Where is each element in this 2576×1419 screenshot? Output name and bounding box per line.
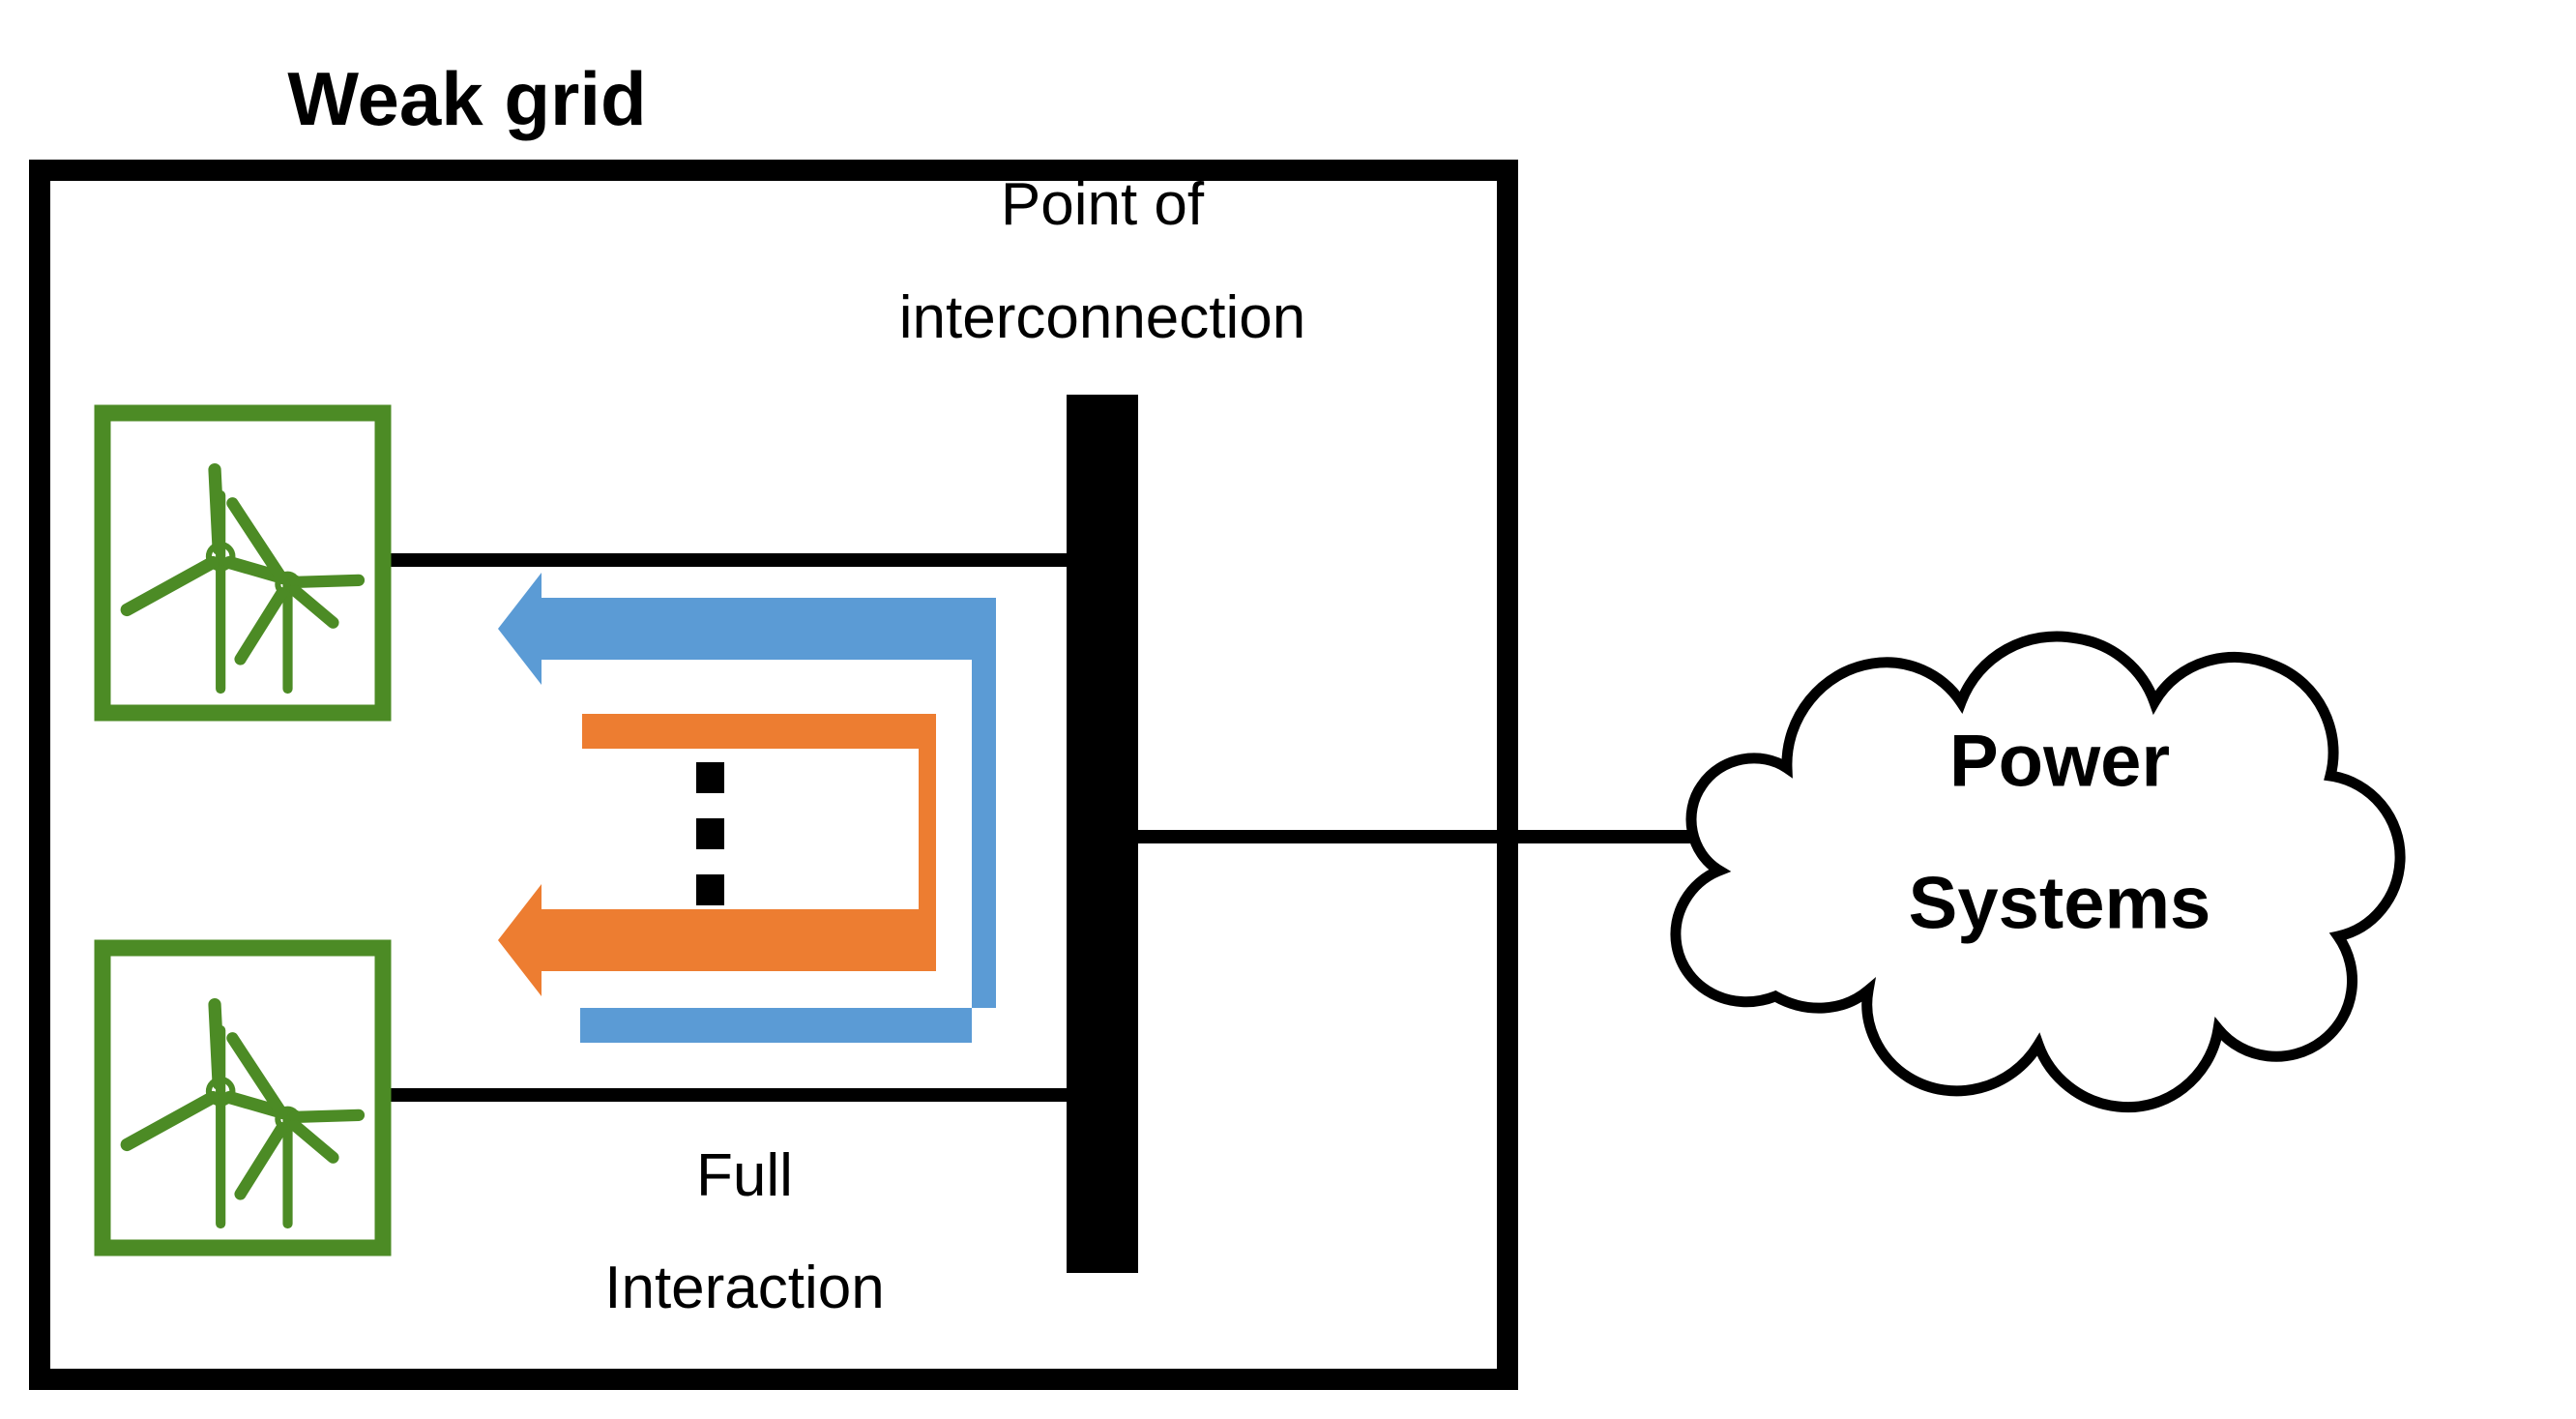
page-title: Weak grid <box>287 56 646 141</box>
grid-tie-line <box>1131 830 1712 843</box>
bottom-feeder-line <box>387 1088 1073 1102</box>
power-systems-label-line2: Systems <box>1909 862 2211 944</box>
full-interaction-label-line1: Full <box>696 1142 793 1209</box>
ellipsis-dot-2 <box>696 818 724 849</box>
power-systems-label-line1: Power <box>1949 720 2170 802</box>
power-systems-cloud[interactable]: Power Systems <box>1676 636 2400 1108</box>
inner-interaction-loop-arrow-shape <box>498 714 936 996</box>
wind-farm-bottom-border <box>94 939 392 1256</box>
wind-farm-bottom[interactable] <box>94 939 392 1256</box>
outer-interaction-loop-arrow <box>498 573 996 1043</box>
ellipsis-dot-3 <box>696 874 724 905</box>
point-of-interconnection-label-line2: interconnection <box>899 284 1306 351</box>
point-of-interconnection-label-line1: Point of <box>1001 171 1205 238</box>
weak-grid-boundary <box>29 160 1518 1390</box>
ellipsis-dot-1 <box>696 762 724 793</box>
top-feeder-line <box>387 553 1073 567</box>
wind-farm-top[interactable] <box>94 404 392 722</box>
full-interaction-label-line2: Interaction <box>604 1255 885 1321</box>
point-of-interconnection-busbar <box>1067 395 1138 1273</box>
